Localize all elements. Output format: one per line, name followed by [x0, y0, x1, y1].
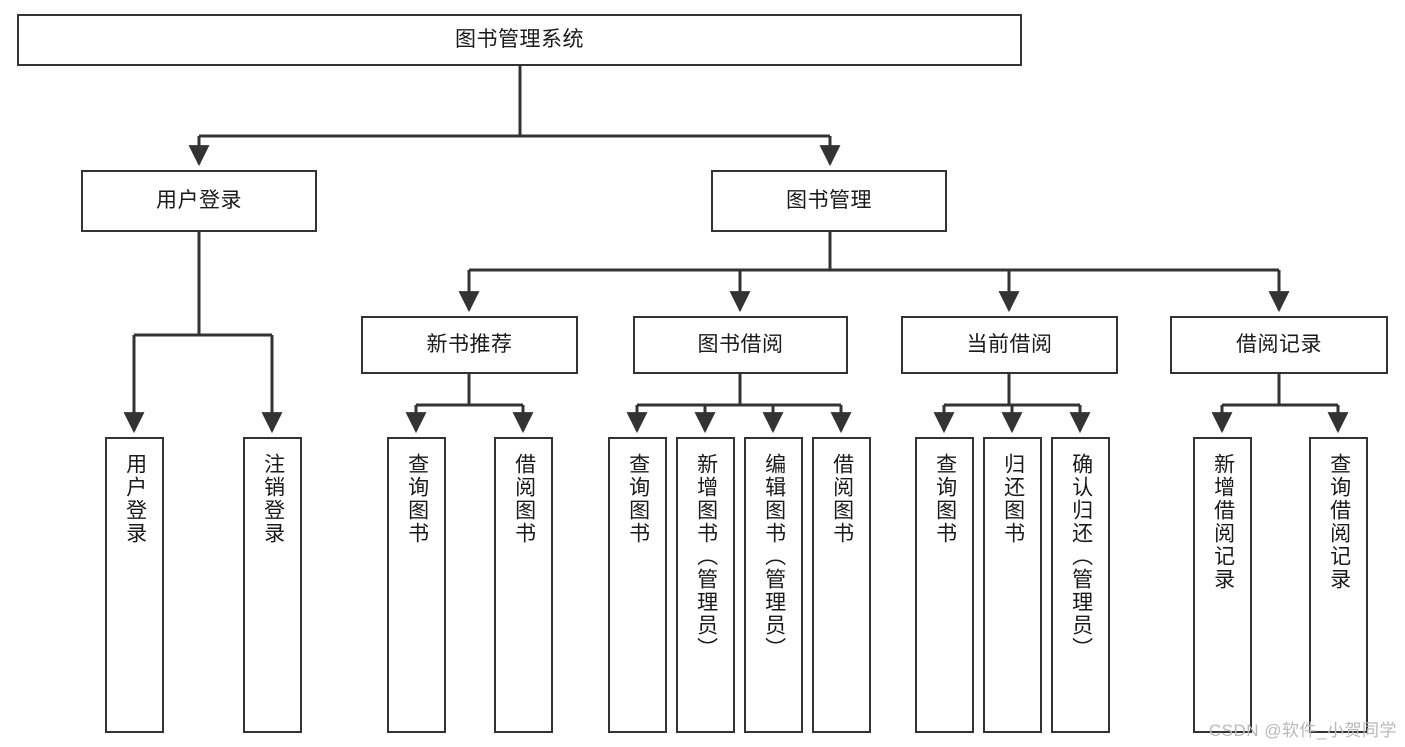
node-borrow-record-label: 借阅记录 [1236, 333, 1322, 357]
node-user-login[interactable]: 用户登录 [81, 170, 317, 232]
node-leaf-return-book-label: 归还图书 [1001, 453, 1025, 545]
node-leaf-borrow-book-2-label: 借阅图书 [830, 453, 854, 545]
node-root-label: 图书管理系统 [455, 28, 584, 52]
node-leaf-query-book-3-label: 查询图书 [933, 453, 957, 545]
node-leaf-borrow-book-1-label: 借阅图书 [512, 453, 536, 545]
node-new-book-recommend[interactable]: 新书推荐 [361, 316, 578, 374]
node-leaf-query-book-1[interactable]: 查询图书 [387, 437, 446, 733]
node-book-borrow-label: 图书借阅 [697, 333, 784, 357]
node-leaf-return-book[interactable]: 归还图书 [983, 437, 1042, 733]
node-leaf-confirm-return-label: 确认归还（管理员） [1069, 453, 1093, 660]
node-leaf-query-book-1-label: 查询图书 [405, 453, 429, 545]
node-book-borrow[interactable]: 图书借阅 [633, 316, 848, 374]
node-borrow-record[interactable]: 借阅记录 [1170, 316, 1388, 374]
node-current-borrow[interactable]: 当前借阅 [901, 316, 1118, 374]
node-leaf-logout-login-label: 注销登录 [261, 453, 285, 545]
node-leaf-confirm-return[interactable]: 确认归还（管理员） [1051, 437, 1110, 733]
node-book-management[interactable]: 图书管理 [711, 170, 947, 232]
node-leaf-query-book-2[interactable]: 查询图书 [608, 437, 667, 733]
node-new-book-recommend-label: 新书推荐 [426, 333, 513, 357]
node-user-login-label: 用户登录 [156, 189, 242, 213]
node-leaf-add-book-label: 新增图书（管理员） [694, 453, 718, 660]
node-leaf-user-login-label: 用户登录 [123, 453, 147, 545]
node-leaf-edit-book[interactable]: 编辑图书（管理员） [744, 437, 803, 733]
node-leaf-logout-login[interactable]: 注销登录 [243, 437, 302, 733]
node-leaf-add-record-label: 新增借阅记录 [1211, 453, 1235, 591]
node-leaf-query-book-2-label: 查询图书 [626, 453, 650, 545]
node-book-management-label: 图书管理 [786, 189, 872, 213]
node-leaf-borrow-book-2[interactable]: 借阅图书 [812, 437, 871, 733]
watermark-text: CSDN @软件_小贺同学 [1208, 721, 1397, 740]
node-leaf-query-record[interactable]: 查询借阅记录 [1309, 437, 1368, 733]
node-leaf-query-book-3[interactable]: 查询图书 [915, 437, 974, 733]
node-current-borrow-label: 当前借阅 [966, 333, 1053, 357]
node-leaf-add-book[interactable]: 新增图书（管理员） [676, 437, 735, 733]
node-leaf-edit-book-label: 编辑图书（管理员） [762, 453, 786, 660]
node-root[interactable]: 图书管理系统 [17, 14, 1022, 66]
node-leaf-query-record-label: 查询借阅记录 [1327, 453, 1351, 591]
node-leaf-user-login[interactable]: 用户登录 [105, 437, 164, 733]
node-leaf-borrow-book-1[interactable]: 借阅图书 [494, 437, 553, 733]
node-leaf-add-record[interactable]: 新增借阅记录 [1193, 437, 1252, 733]
